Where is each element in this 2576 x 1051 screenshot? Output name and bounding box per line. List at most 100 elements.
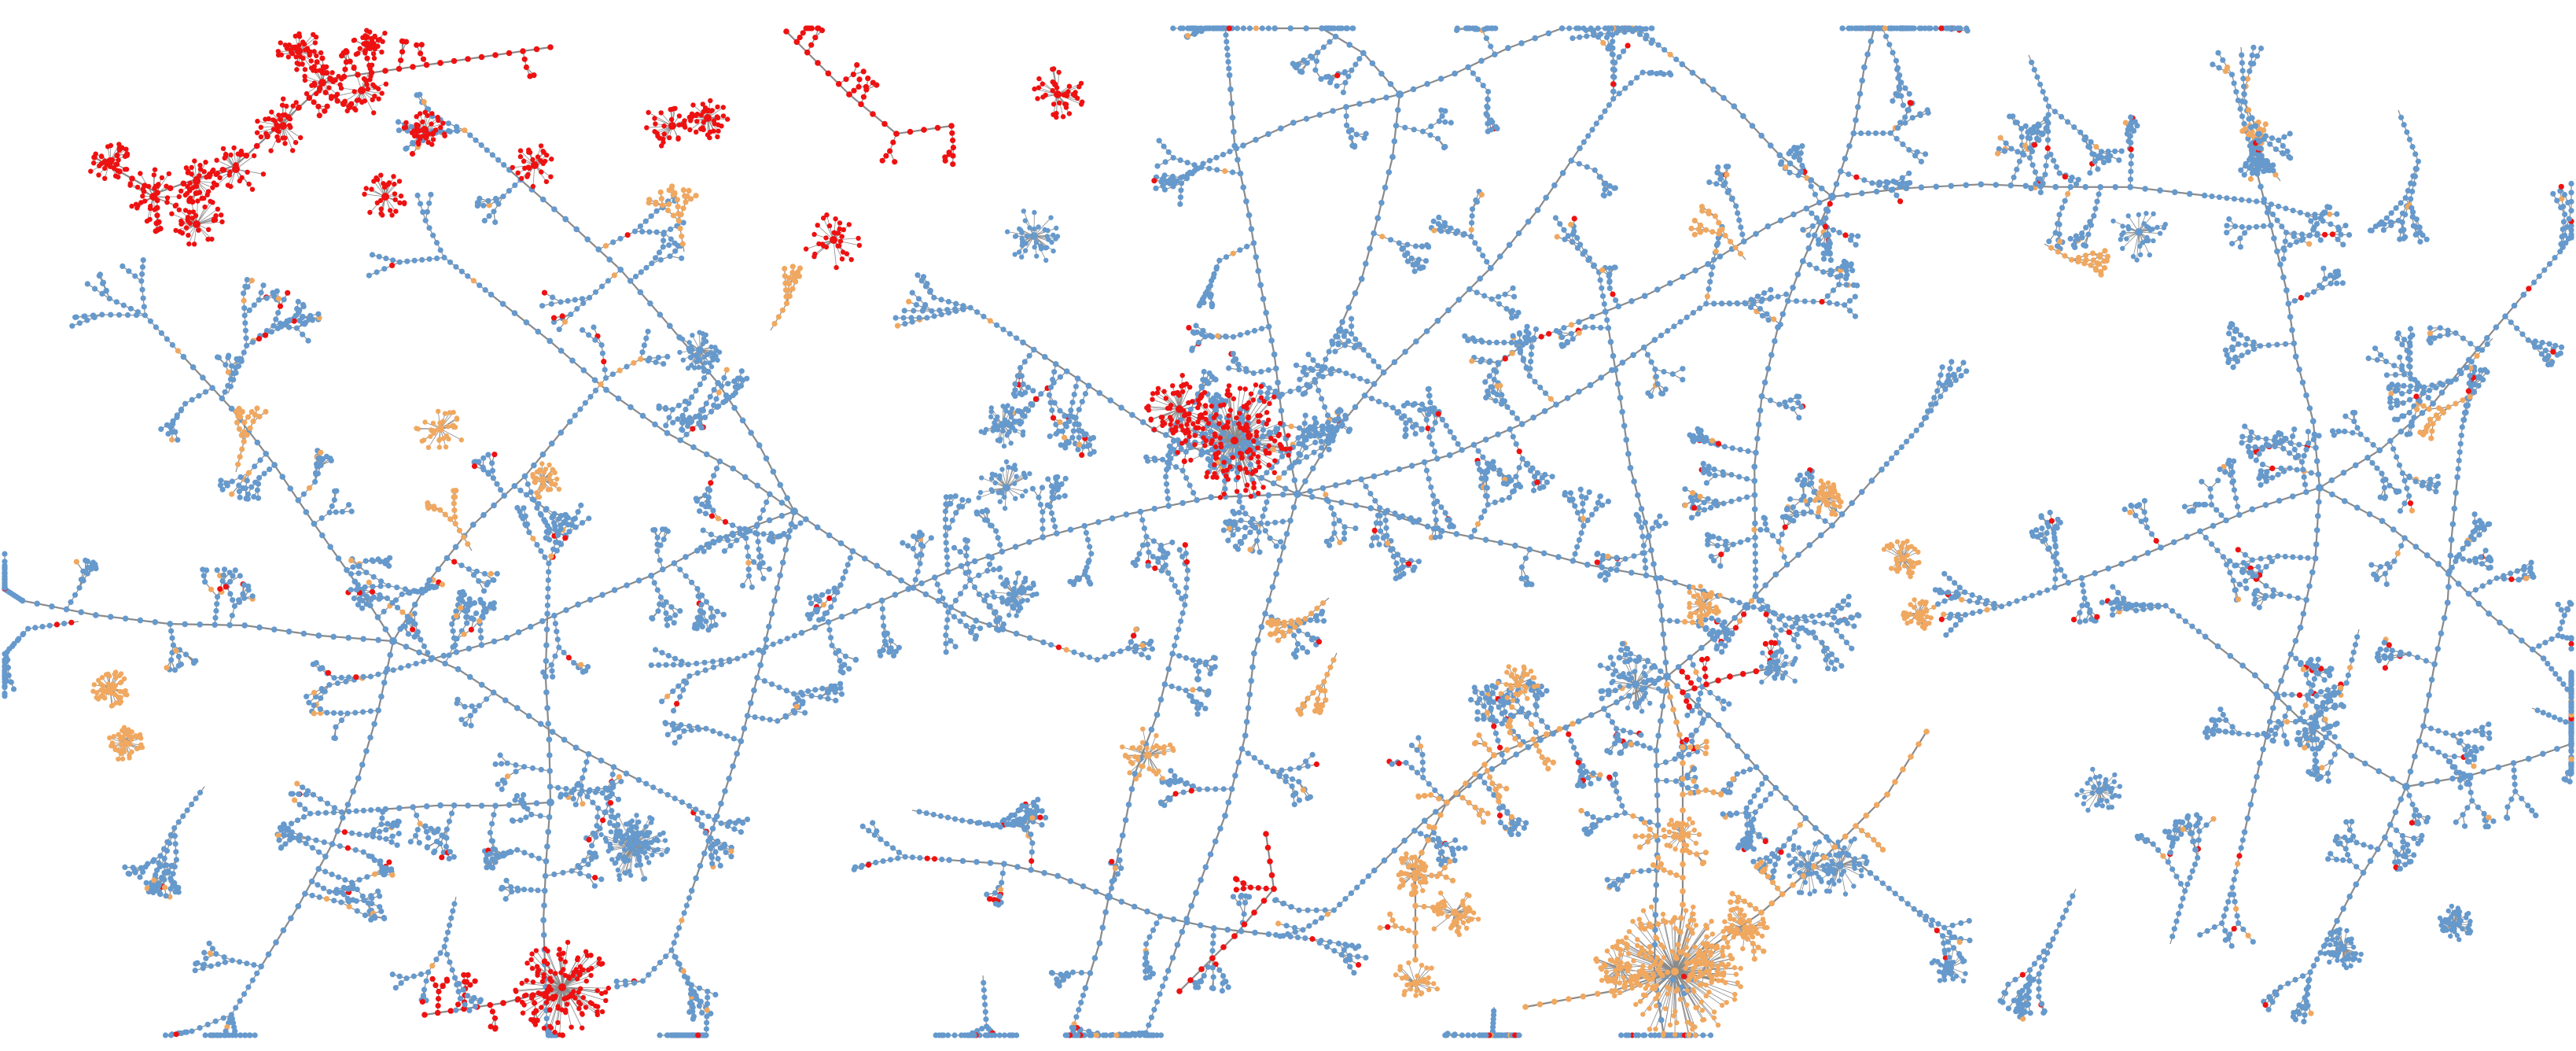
graph-edge bbox=[1776, 260, 1804, 328]
graph-edge bbox=[1802, 260, 1823, 273]
graph-edge bbox=[833, 239, 837, 268]
graph-edge bbox=[672, 396, 693, 411]
graph-edge bbox=[656, 200, 675, 212]
graph-edge bbox=[429, 524, 474, 581]
graph-edge bbox=[2386, 360, 2411, 374]
graph-edge bbox=[979, 593, 1003, 599]
graph-edge bbox=[1643, 347, 1656, 370]
graph-edge bbox=[2409, 653, 2435, 665]
graph-edge bbox=[1178, 780, 1200, 790]
graph-edge bbox=[1754, 396, 1763, 467]
graph-edge bbox=[1139, 511, 1147, 537]
graph-edge bbox=[683, 728, 706, 732]
graph-edge bbox=[211, 960, 233, 967]
graph-edge bbox=[1831, 133, 1855, 197]
graph-edge bbox=[1179, 183, 1183, 205]
graph-edge bbox=[1424, 776, 1481, 822]
graph-edge bbox=[357, 710, 380, 779]
graph-edge bbox=[351, 873, 375, 883]
graph-edge bbox=[1655, 750, 1659, 826]
graph-edge bbox=[457, 668, 518, 710]
graph-edge bbox=[545, 870, 572, 877]
graph-edge bbox=[1498, 801, 1501, 823]
graph-edge bbox=[1272, 767, 1300, 773]
graph-edge bbox=[524, 766, 550, 772]
graph-edge bbox=[1250, 887, 1275, 890]
graph-edge bbox=[1481, 478, 1489, 505]
graph-edge bbox=[2455, 332, 2478, 349]
graph-edge bbox=[664, 222, 684, 234]
graph-edge bbox=[2381, 520, 2439, 565]
graph-edge bbox=[502, 179, 521, 197]
graph-edge bbox=[737, 632, 802, 659]
graph-edge bbox=[720, 822, 742, 833]
graph-edge bbox=[305, 843, 326, 857]
graph-edge bbox=[65, 587, 80, 610]
graph-edge bbox=[2557, 615, 2565, 636]
graph-edge bbox=[1821, 284, 1840, 303]
graph-edge bbox=[2360, 433, 2380, 451]
graph-edge bbox=[245, 624, 319, 636]
graph-edge bbox=[616, 980, 643, 983]
graph-edge bbox=[1729, 667, 1770, 678]
graph-edge bbox=[2294, 356, 2314, 422]
graph-edge bbox=[2319, 449, 2380, 489]
graph-edge bbox=[881, 600, 885, 626]
graph-edge bbox=[651, 246, 664, 264]
graph-edge bbox=[1272, 771, 1293, 787]
graph-edge bbox=[1312, 369, 1340, 371]
graph-edge bbox=[1733, 105, 1781, 157]
graph-edge bbox=[1433, 495, 1446, 514]
graph-edge bbox=[95, 614, 171, 625]
graph-edge bbox=[1098, 896, 1110, 944]
graph-edge bbox=[1827, 604, 1849, 616]
graph-edge bbox=[1387, 543, 1404, 561]
graph-edge bbox=[620, 269, 671, 327]
graph-edge bbox=[2249, 224, 2271, 228]
graph-edge bbox=[297, 481, 316, 501]
graph-edge bbox=[1644, 263, 1709, 297]
graph-edge bbox=[1148, 408, 1180, 411]
graph-edge bbox=[945, 612, 949, 636]
graph-edge bbox=[911, 292, 933, 312]
graph-edge bbox=[2147, 527, 2162, 548]
graph-edge bbox=[1422, 754, 1424, 778]
graph-edge bbox=[710, 461, 720, 484]
graph-edge bbox=[1535, 714, 1554, 735]
graph-edge bbox=[1582, 503, 1584, 526]
graph-edge bbox=[1906, 183, 1982, 190]
graph-edge bbox=[1393, 407, 1411, 421]
graph-edge bbox=[1228, 75, 1236, 146]
graph-edge bbox=[1522, 458, 1538, 474]
graph-edge bbox=[1616, 791, 1625, 813]
graph-edge bbox=[1070, 410, 1080, 431]
graph-edge bbox=[2199, 923, 2222, 935]
graph-edge bbox=[1890, 132, 1910, 150]
graph-edge bbox=[951, 125, 954, 148]
graph-edge bbox=[1744, 297, 1772, 304]
graph-edge bbox=[2488, 613, 2545, 659]
graph-edge bbox=[978, 593, 996, 613]
graph-edge bbox=[326, 712, 348, 714]
graph-edge bbox=[517, 707, 577, 749]
graph-edge bbox=[1128, 647, 1153, 650]
graph-edge bbox=[2310, 672, 2317, 692]
graph-edge bbox=[1821, 301, 1845, 306]
graph-edge bbox=[1317, 36, 1336, 53]
graph-edge bbox=[1351, 53, 1364, 71]
graph-edge bbox=[1522, 458, 1536, 478]
graph-edge bbox=[1025, 393, 1042, 410]
graph-edge bbox=[1382, 320, 1439, 374]
graph-edge bbox=[489, 806, 496, 833]
graph-edge bbox=[524, 889, 545, 891]
graph-edge bbox=[365, 585, 389, 588]
graph-edge bbox=[22, 599, 97, 616]
graph-edge bbox=[852, 550, 914, 589]
graph-edge bbox=[417, 195, 426, 221]
graph-edge bbox=[169, 624, 174, 646]
graph-edge bbox=[294, 799, 311, 814]
graph-edge bbox=[605, 389, 668, 434]
graph-edge bbox=[307, 838, 333, 845]
graph-edge bbox=[1525, 716, 1541, 740]
graph-edge bbox=[141, 260, 144, 282]
